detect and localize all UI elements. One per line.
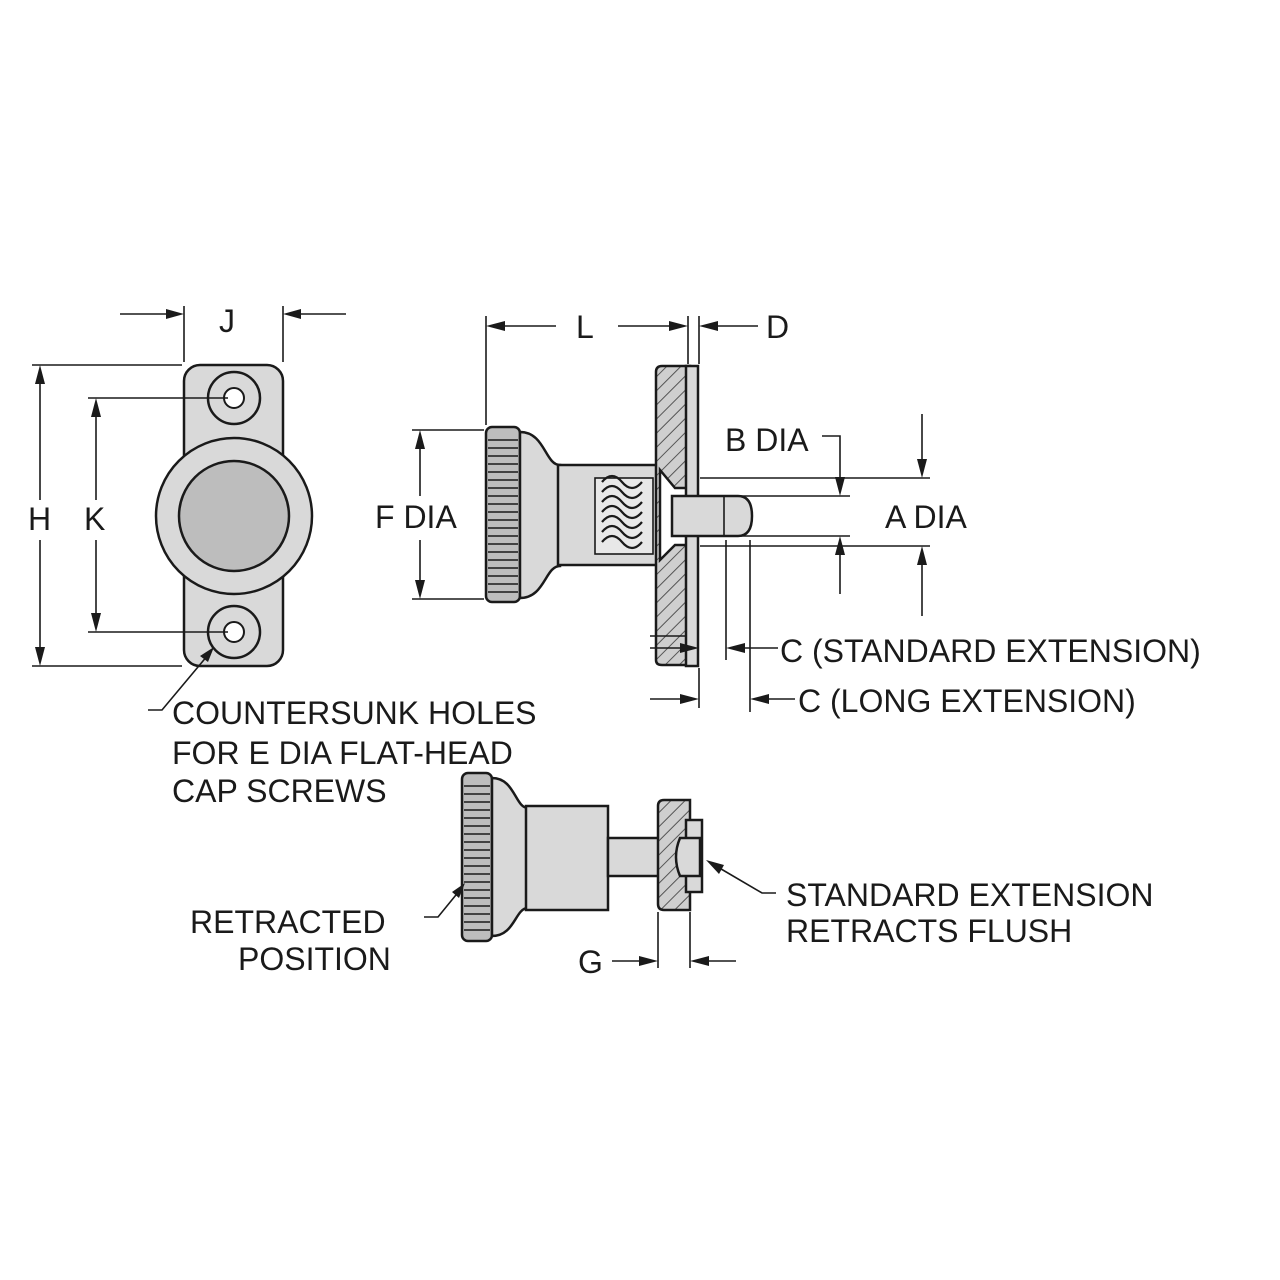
retracted-knurled-knob	[460, 771, 494, 943]
retracted-flange-section	[656, 798, 692, 912]
c-dimensions	[650, 540, 795, 712]
label-countersunk-2: FOR E DIA FLAT-HEAD	[172, 735, 513, 771]
label-f-dia: F DIA	[375, 499, 457, 535]
label-k: K	[84, 501, 105, 537]
g-dimension	[612, 912, 736, 968]
flush-leader	[706, 860, 776, 894]
f-dia-dimension	[412, 429, 484, 600]
label-c-long: C (LONG EXTENSION)	[798, 683, 1136, 719]
knob-face	[177, 459, 291, 573]
k-dimension	[88, 397, 228, 633]
label-c-standard: C (STANDARD EXTENSION)	[780, 633, 1201, 669]
plunger-pin	[670, 494, 754, 538]
l-d-dimensions	[485, 316, 758, 425]
label-l: L	[576, 309, 594, 345]
side-view	[484, 364, 754, 668]
label-retracted-1: RETRACTED	[190, 904, 386, 940]
retracted-body	[524, 804, 610, 912]
retracted-pin-tip	[674, 836, 702, 878]
label-d: D	[766, 309, 789, 345]
a-b-dia-dimensions	[700, 414, 930, 616]
label-b-dia: B DIA	[725, 422, 809, 458]
label-h: H	[28, 501, 51, 537]
label-retracted-2: POSITION	[238, 941, 391, 977]
retracted-shaft	[606, 836, 662, 878]
retracted-leader	[424, 883, 465, 918]
spring-icon	[601, 474, 643, 550]
front-view	[154, 363, 314, 668]
label-a-dia: A DIA	[885, 499, 967, 535]
flange-section	[654, 364, 692, 667]
label-g: G	[578, 944, 603, 980]
retracted-knob-flare	[490, 776, 530, 938]
label-countersunk-3: CAP SCREWS	[172, 773, 387, 809]
label-j: J	[219, 303, 235, 339]
h-dimension	[32, 364, 182, 667]
retracted-view	[460, 771, 704, 943]
j-dimension	[120, 306, 346, 362]
knob-flare	[518, 430, 562, 600]
label-countersunk-1: COUNTERSUNK HOLES	[172, 695, 537, 731]
countersunk-leader	[148, 647, 214, 711]
label-flush-2: RETRACTS FLUSH	[786, 913, 1072, 949]
label-flush-1: STANDARD EXTENSION	[786, 877, 1153, 913]
